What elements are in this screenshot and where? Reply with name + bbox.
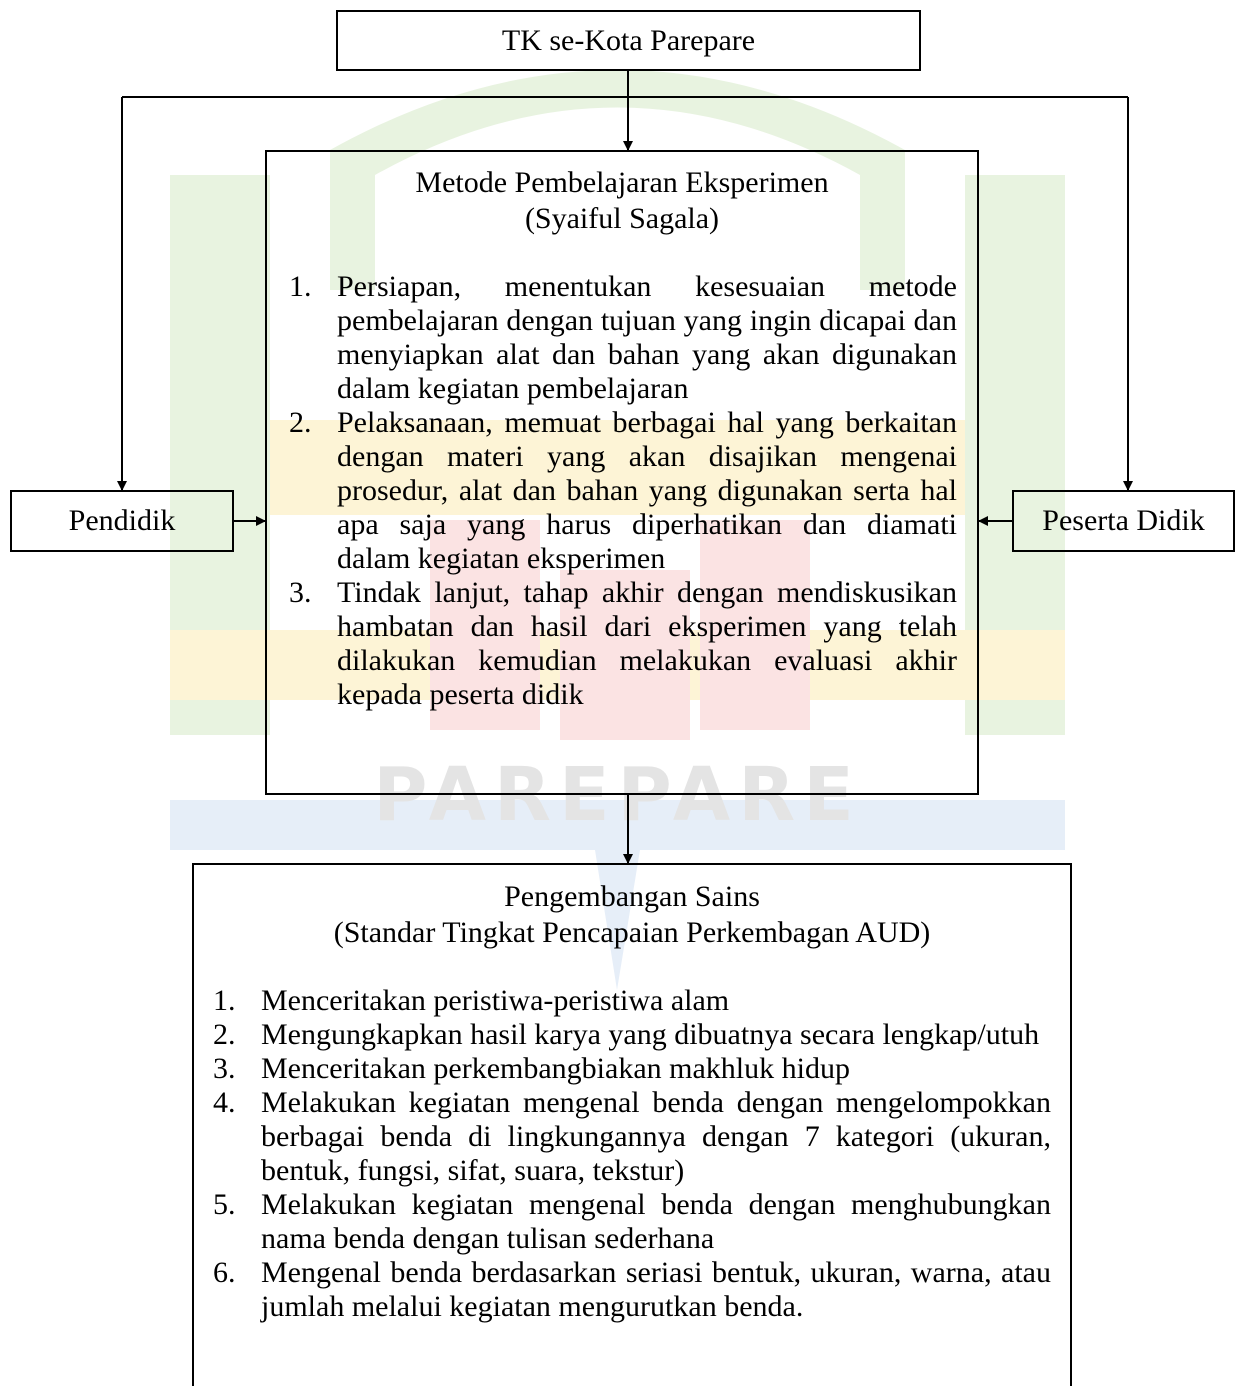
- step-text: Persiapan, menentukan kesesuaian metode …: [337, 270, 957, 405]
- method-step: 1. Persiapan, menentukan kesesuaian meto…: [289, 270, 957, 406]
- method-box-subtitle: (Syaiful Sagala): [524, 202, 720, 235]
- method-box-title: Metode Pembelajaran Eksperimen: [415, 166, 829, 199]
- item-text: Menceritakan peristiwa-peristiwa alam: [261, 984, 730, 1017]
- science-item: 1. Menceritakan peristiwa-peristiwa alam: [213, 984, 1051, 1018]
- method-step: 3. Tindak lanjut, tahap akhir dengan men…: [289, 576, 957, 712]
- node-tk-parepare-label: TK se-Kota Parepare: [501, 24, 756, 57]
- science-box-title: Pengembangan Sains: [504, 880, 760, 913]
- item-text: Melakukan kegiatan mengenal benda dengan…: [261, 1086, 1051, 1187]
- step-number: 2.: [289, 406, 312, 439]
- item-number: 4.: [213, 1086, 236, 1119]
- node-pendidik: Pendidik: [10, 490, 234, 552]
- method-step: 2. Pelaksanaan, memuat berbagai hal yang…: [289, 406, 957, 576]
- item-text: Melakukan kegiatan mengenal benda dengan…: [261, 1188, 1051, 1255]
- node-pendidik-label: Pendidik: [68, 504, 176, 537]
- science-item: 2. Mengungkapkan hasil karya yang dibuat…: [213, 1018, 1051, 1052]
- science-item: 4. Melakukan kegiatan mengenal benda den…: [213, 1086, 1051, 1188]
- step-number: 1.: [289, 270, 312, 303]
- item-number: 5.: [213, 1188, 236, 1221]
- science-box: Pengembangan Sains (Standar Tingkat Penc…: [193, 864, 1071, 1386]
- item-text: Menceritakan perkembangbiakan makhluk hi…: [261, 1052, 850, 1085]
- item-number: 2.: [213, 1018, 236, 1051]
- science-item: 6. Mengenal benda berdasarkan seriasi be…: [213, 1256, 1051, 1324]
- step-number: 3.: [289, 576, 312, 609]
- node-peserta-didik-label: Peserta Didik: [1042, 504, 1205, 537]
- item-number: 6.: [213, 1256, 236, 1289]
- step-text: Tindak lanjut, tahap akhir dengan mendis…: [337, 576, 957, 711]
- node-peserta-didik: Peserta Didik: [1012, 490, 1235, 552]
- science-items-list: 1. Menceritakan peristiwa-peristiwa alam…: [213, 984, 1051, 1324]
- node-tk-parepare: TK se-Kota Parepare: [336, 10, 921, 71]
- science-item: 3. Menceritakan perkembangbiakan makhluk…: [213, 1052, 1051, 1086]
- method-box: Metode Pembelajaran Eksperimen (Syaiful …: [265, 150, 979, 795]
- item-number: 1.: [213, 984, 236, 1017]
- item-text: Mengungkapkan hasil karya yang dibuatnya…: [261, 1018, 1040, 1051]
- step-text: Pelaksanaan, memuat berbagai hal yang be…: [337, 406, 957, 575]
- item-text: Mengenal benda berdasarkan seriasi bentu…: [261, 1256, 1051, 1323]
- science-box-border: [192, 863, 1072, 1386]
- science-item: 5. Melakukan kegiatan mengenal benda den…: [213, 1188, 1051, 1256]
- item-number: 3.: [213, 1052, 236, 1085]
- science-box-subtitle: (Standar Tingkat Pencapaian Perkembagan …: [333, 916, 931, 949]
- method-steps-list: 1. Persiapan, menentukan kesesuaian meto…: [289, 270, 957, 712]
